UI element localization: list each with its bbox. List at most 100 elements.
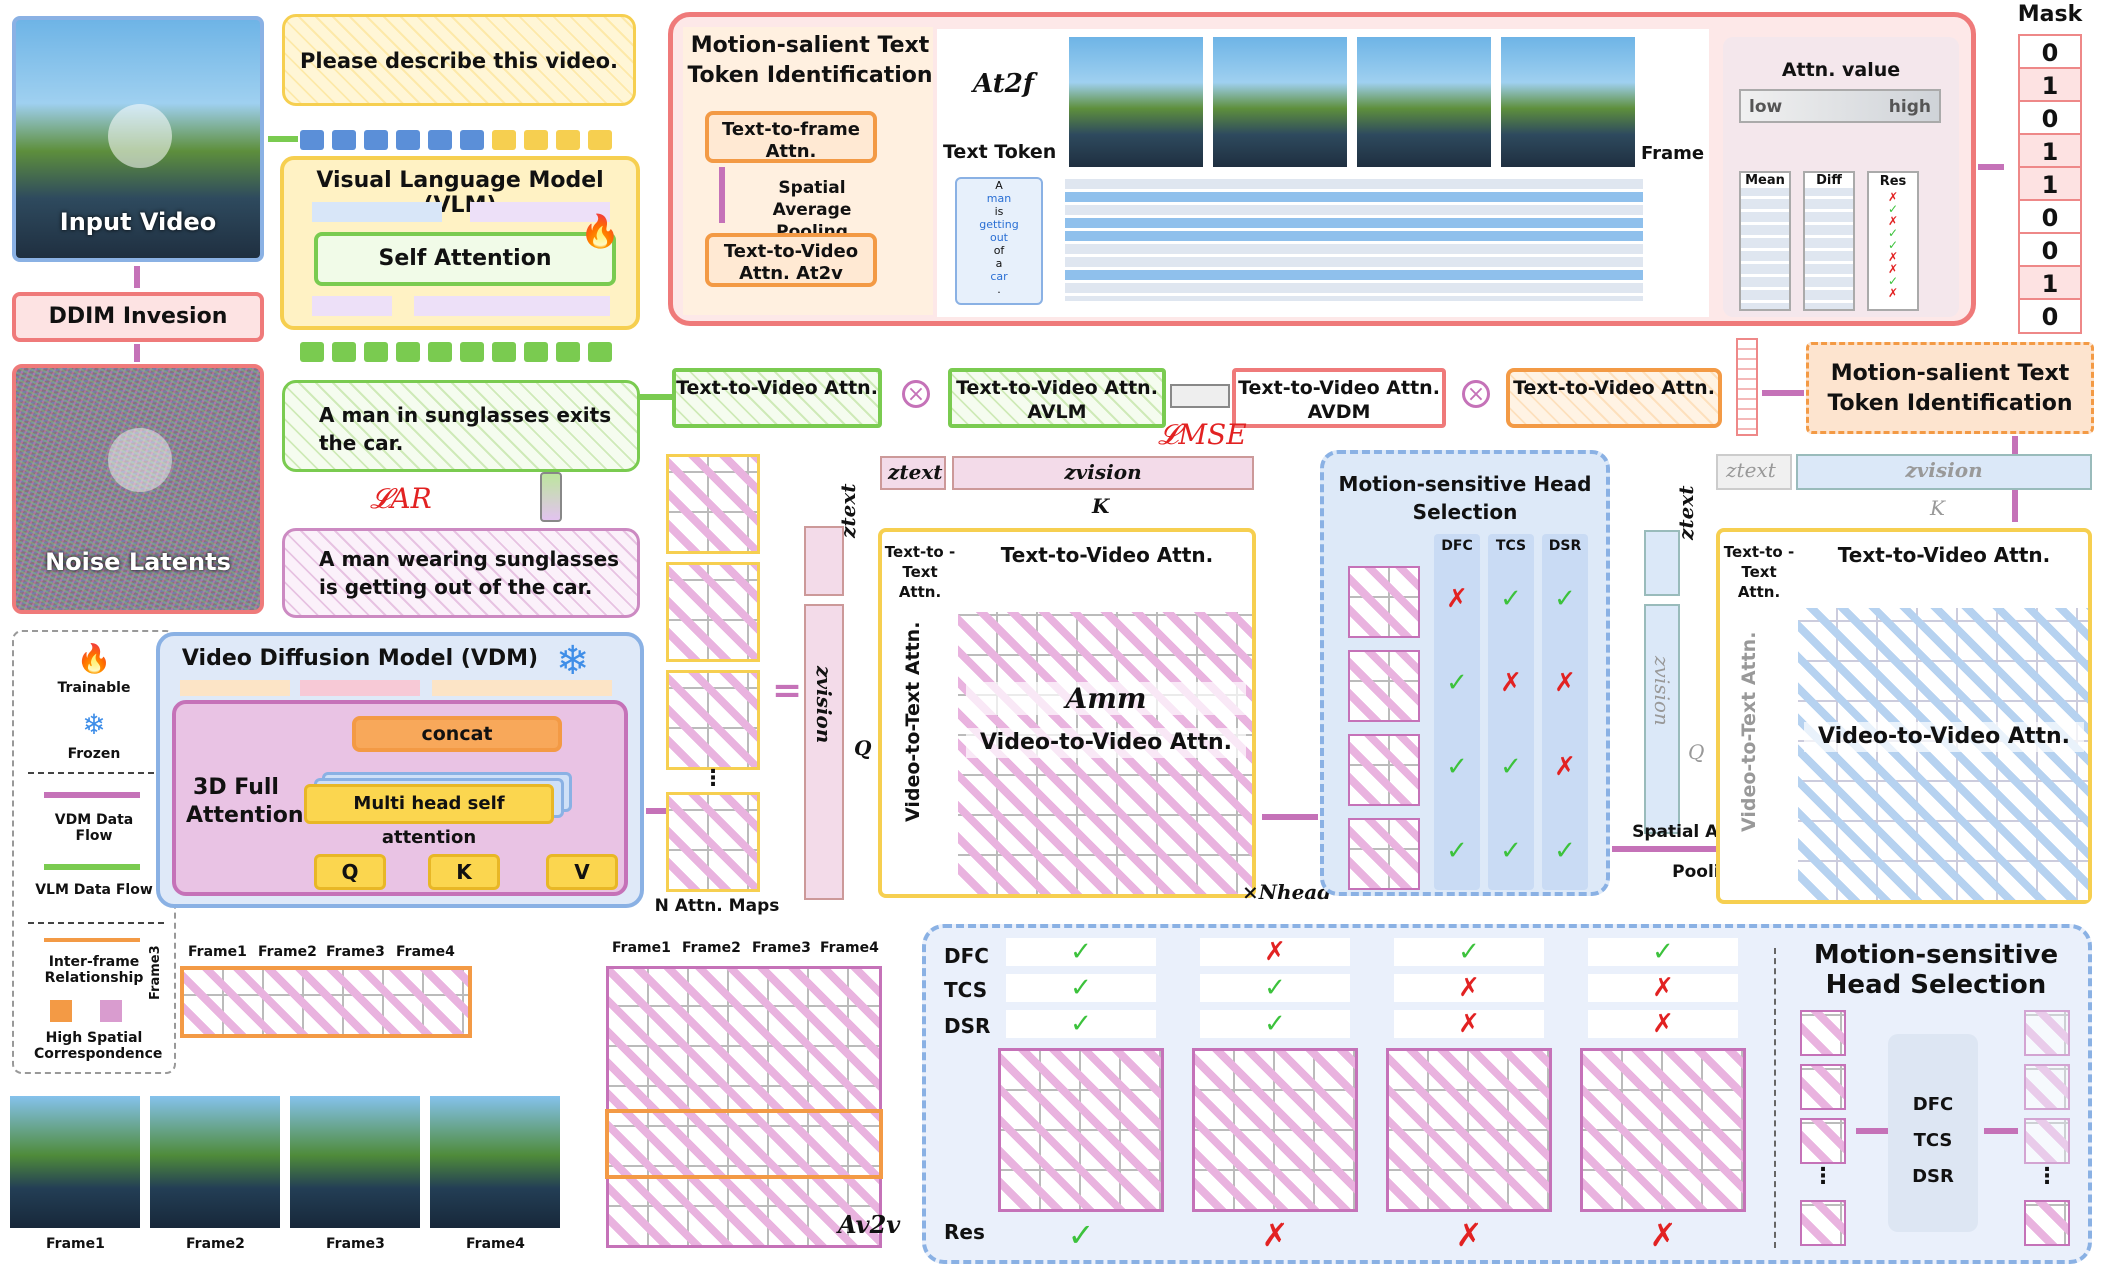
res-mark: ✗	[1887, 190, 1899, 204]
token: A	[995, 179, 1003, 192]
mark: ✓	[1006, 974, 1156, 1002]
mark: ✓	[1446, 668, 1468, 698]
bottom-col-2: ✗ ✓ ✓ ✗	[1192, 938, 1360, 1258]
head-col-tcs	[1488, 534, 1534, 890]
head-map	[1192, 1048, 1358, 1212]
n-head-label: ×Nhead	[1242, 880, 1332, 904]
v2t-label: Video-to-Text Attn.	[1738, 631, 1760, 832]
dfc-criterion: DFC	[1912, 1094, 1954, 1115]
frame4-label: Frame4	[466, 1236, 525, 1252]
mark: ✓	[1500, 752, 1522, 782]
k-label: K	[1930, 496, 1945, 520]
frame4-label: Frame4	[396, 944, 455, 960]
output-head	[2024, 1200, 2070, 1246]
frame1-label: Frame1	[188, 944, 247, 960]
pink-square-icon	[100, 1000, 122, 1022]
amm-matrix: Text-to -Text Attn. Text-to-Video Attn. …	[878, 528, 1256, 898]
bottom-col-4: ✓ ✗ ✗ ✗	[1580, 938, 1748, 1258]
token-row-bottom	[300, 342, 630, 362]
mark: ✓	[1500, 584, 1522, 614]
mark: ✗	[1200, 938, 1350, 966]
z-text-bar-h-right: ztext	[1716, 454, 1792, 490]
z-vision-bar-h: zvision	[952, 456, 1254, 490]
output-head	[2024, 1118, 2070, 1164]
snowflake-icon: ❄	[556, 638, 590, 684]
mask-title: Mask	[2017, 2, 2083, 27]
frame2-label: Frame2	[258, 944, 317, 960]
dsr-row-label: DSR	[944, 1014, 991, 1038]
noise-latents-label: Noise Latents	[45, 548, 231, 576]
input-video-label: Input Video	[59, 208, 217, 236]
double-arrow-icon	[540, 472, 562, 522]
mark: ✗	[1446, 584, 1468, 614]
arrow-down-2	[134, 344, 140, 362]
high-label: high	[1888, 97, 1931, 117]
res-mark: ✗	[1887, 286, 1899, 300]
vdm-title: Video Diffusion Model (VDM)	[181, 646, 539, 671]
z-text-bar-v: ztext	[804, 484, 860, 596]
full-attention-box: 3D Full Attention concat Multi head self…	[172, 700, 628, 896]
t2v-attn-vlm: Text-to-Video Attn. AVLM	[948, 368, 1166, 428]
equals-sign: =	[772, 670, 803, 711]
z-vision-bar-h-right: zvision	[1796, 454, 2092, 490]
mask-cell: 0	[2018, 298, 2082, 334]
z-text-label-h: ztext	[888, 460, 943, 484]
head-selection-title: Motion-sensitive Head Selection	[1338, 472, 1592, 524]
frame1-label: Frame1	[612, 940, 671, 956]
head-map	[1580, 1048, 1746, 1212]
mstti-block: Motion-salient Text Token Identification	[1806, 342, 2094, 434]
vlm-caption-box: A man in sunglasses exits the car.	[282, 380, 640, 472]
mark: ✓	[1006, 938, 1156, 966]
mask-cell: 0	[2018, 199, 2082, 235]
attn-value-label: Attn. value	[1781, 59, 1901, 81]
head-map-4	[1348, 818, 1420, 890]
mark: ✓	[1200, 974, 1350, 1002]
bottom-col-3: ✓ ✗ ✗ ✗	[1386, 938, 1554, 1258]
res-mark: ✗	[1887, 214, 1899, 228]
head-map	[998, 1048, 1164, 1212]
mean-label: Mean	[1741, 173, 1789, 188]
mask-column: 0 1 0 1 1 0 0 1 0	[2018, 34, 2082, 334]
text-token-label: Text Token	[943, 141, 1057, 163]
bottom-title: Motion-sensitive Head Selection	[1813, 940, 2059, 1000]
noise-latents-image: Noise Latents	[12, 364, 264, 614]
loss-ar: 𝓛AR	[370, 482, 432, 515]
t2v-attn-2: Text-to-Video Attn.	[1506, 368, 1722, 428]
res-mark: ✓	[1887, 274, 1899, 288]
play-icon	[108, 428, 172, 492]
input-head	[1800, 1064, 1846, 1110]
z-vision-label-v: zvision	[1650, 656, 1674, 726]
token: man	[986, 192, 1012, 205]
green-arrow-video-to-vlm	[268, 136, 298, 142]
t2v-attn-vdm: Text-to-Video Attn. AVDM	[1232, 368, 1446, 428]
attn-rows	[1065, 179, 1643, 301]
arrow-criteria-out	[1984, 1128, 2018, 1134]
fire-icon: 🔥	[580, 212, 620, 250]
concat-block: concat	[352, 716, 562, 752]
legend-trainable: Trainable	[57, 680, 131, 696]
mark: ✓	[1394, 938, 1544, 966]
diff-label: Diff	[1805, 173, 1853, 188]
q-label: Q	[1688, 740, 1705, 764]
legend-vdm-flow: VDM Data Flow	[54, 812, 134, 844]
attn-value-panel: Attn. value low high Mean Diff Res ✗ ✓ ✗…	[1723, 37, 1959, 317]
res-label: Res	[1879, 174, 1907, 189]
token: .	[997, 283, 1001, 296]
input-head	[1800, 1118, 1846, 1164]
v2v-label: Video-to-Video Attn.	[1804, 722, 2084, 752]
frame2-label: Frame2	[682, 940, 741, 956]
mark: ✗	[1394, 1010, 1544, 1038]
token: a	[995, 257, 1003, 270]
low-label: low	[1749, 97, 1783, 117]
diff-col: Diff	[1803, 171, 1855, 311]
frame2-label: Frame2	[186, 1236, 245, 1252]
frame-thumbnails	[8, 1094, 568, 1234]
vlm-caption: A man in sunglasses exits the car.	[319, 403, 612, 455]
at2f-label: At2f	[973, 69, 1035, 99]
head-map-2	[1348, 650, 1420, 722]
mstti-title: Motion-salient Text Token Identification	[687, 33, 933, 88]
res-mark: ✓	[1887, 238, 1899, 252]
head-map-1	[1348, 566, 1420, 638]
play-icon	[108, 104, 172, 168]
t2t-label: Text-to -Text Attn.	[1723, 543, 1795, 601]
